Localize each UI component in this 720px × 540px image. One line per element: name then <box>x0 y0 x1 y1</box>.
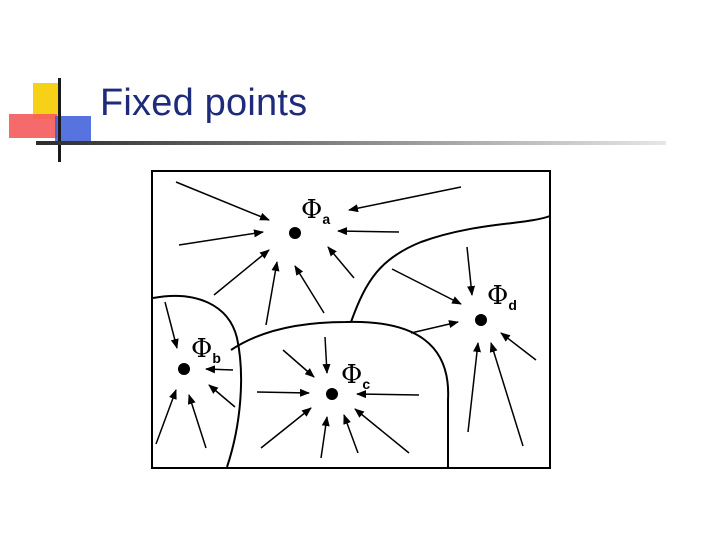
flow-arrow <box>260 407 312 449</box>
basin-boundary-d <box>350 215 551 323</box>
flow-arrow <box>155 389 177 445</box>
flow-arrow <box>175 181 270 221</box>
fixed-point-c-dot <box>326 388 338 400</box>
flow-arrow <box>322 336 331 374</box>
flow-arrow <box>294 265 325 314</box>
flow-arrow <box>500 332 537 361</box>
flow-arrow <box>391 268 462 305</box>
flow-arrow <box>205 365 234 374</box>
flow-arrow <box>282 349 315 378</box>
flow-arrows-b <box>155 301 236 449</box>
logo-yellow-square <box>33 83 59 119</box>
flow-arrow <box>343 414 359 454</box>
flow-arrows-c <box>256 336 420 459</box>
fixed-point-a-label: Φa <box>301 195 330 227</box>
flow-arrow <box>466 246 476 296</box>
flow-arrow <box>327 246 355 279</box>
flow-arrow <box>410 320 459 334</box>
logo-red-square <box>9 114 57 138</box>
fixed-point-b-label: Φb <box>191 334 221 366</box>
basin-boundary-b <box>152 294 243 468</box>
flow-arrow <box>354 408 410 454</box>
flow-arrow <box>208 384 236 408</box>
fixed-point-d-label: Φd <box>487 281 517 313</box>
fixed-point-b-dot <box>178 363 190 375</box>
title-underline <box>36 141 666 145</box>
fixed-points-diagram: Φa Φb Φc Φd <box>151 170 551 469</box>
flow-arrow <box>178 229 264 246</box>
flow-arrow <box>187 394 207 449</box>
flow-arrow <box>337 227 400 236</box>
logo-vertical-bar <box>58 78 61 162</box>
flow-arrows-d <box>391 246 537 447</box>
fixed-point-a-dot <box>289 227 301 239</box>
flow-arrows-a <box>175 181 462 326</box>
flow-arrow <box>320 416 330 459</box>
flow-arrow <box>256 388 310 397</box>
flow-arrow <box>489 342 524 447</box>
flow-arrow <box>467 342 481 433</box>
slide-title: Fixed points <box>100 82 308 124</box>
fixed-point-c-label: Φc <box>341 360 370 392</box>
flow-arrow <box>164 301 179 349</box>
flow-arrow <box>213 249 270 296</box>
slide-logo-icon <box>9 78 91 162</box>
fixed-point-d-dot <box>475 314 487 326</box>
basin-boundary-c <box>230 320 450 467</box>
flow-arrow <box>265 261 280 326</box>
flow-arrow <box>348 186 462 213</box>
flow-arrow <box>356 390 420 399</box>
